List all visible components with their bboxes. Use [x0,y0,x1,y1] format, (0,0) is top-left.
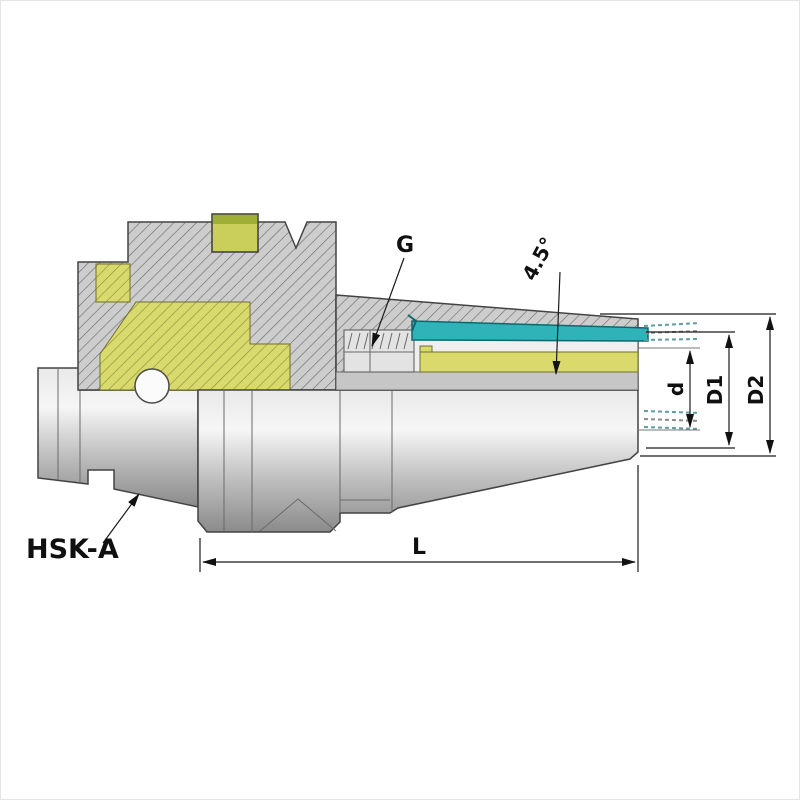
coolant-tube-tip [407,314,418,332]
dimension-label-d: d [664,382,688,396]
gripper-groove [259,498,337,532]
angle-label: 4.5° [517,233,560,284]
thread-bore [343,329,415,373]
coolant-tube-body [411,320,649,342]
tool-shank-dashes [643,322,701,430]
tool-dash-line [643,418,701,422]
shank-type-label: HSK-A [26,534,119,565]
taper-cross-section [335,294,649,391]
taper-bore-highlight-upper [95,263,131,303]
shank-type-leader-arrow [102,493,140,544]
dimension-label-d1: D1 [703,375,727,406]
clamping-sleeve [419,345,639,373]
dimension-d1: D1 [646,331,735,449]
adjustment-thread-zone [343,329,415,373]
angle-leader-arrow [552,271,561,375]
tool-dash-line [643,338,701,341]
label-thread: G [371,233,414,347]
coolant-tube [407,314,649,342]
dimension-label-d2: D2 [744,375,768,406]
clamping-sleeve-body [419,351,639,373]
label-shank-type: HSK-A [26,493,140,565]
dimension-label-l: L [412,535,426,560]
dimension-l: L [199,465,639,572]
body-outline [197,389,639,533]
dimension-d: d [664,350,694,428]
bore-lower-wall [335,371,639,391]
flange-cross-section [77,213,337,404]
tool-dash-line [643,426,701,430]
clamping-sleeve-notch [419,345,433,353]
taper-bore-highlight [99,301,291,391]
holder-body-external [197,389,639,533]
dimension-d2: D2 [600,313,776,457]
thread-leader-arrow [371,257,405,347]
tool-dash-line [643,322,701,327]
drive-key-slot-top-edge [213,215,257,224]
thread-label: G [396,233,414,258]
tool-dash-line [643,410,701,414]
clamping-access-hole [134,368,170,404]
